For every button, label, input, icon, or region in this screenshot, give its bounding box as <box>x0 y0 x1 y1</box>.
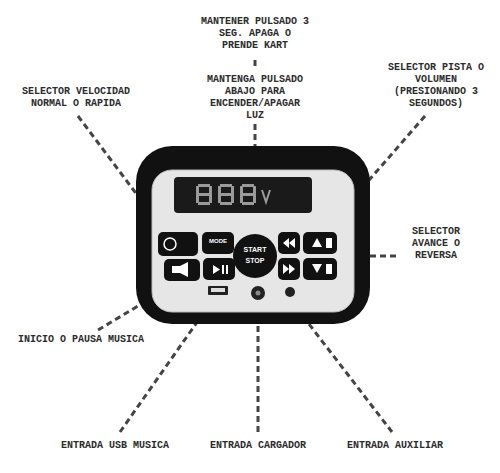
callout-label: INICIO O PAUSA MUSICA <box>18 334 168 346</box>
panel-face <box>152 170 354 312</box>
callout-label: ENTRADA USB MUSICA <box>50 440 180 452</box>
buttons <box>158 232 337 281</box>
button-icons <box>164 238 332 277</box>
callout-label: SELECTOR AVANCE O REVERSA <box>400 226 472 262</box>
housing <box>136 146 370 324</box>
button-text: START <box>235 246 275 253</box>
lcd-display <box>174 177 312 213</box>
callout-label: ENTRADA CARGADOR <box>193 440 323 452</box>
callout-label: MANTENGA PULSADO ABAJO PARA ENCENDER/APA… <box>198 74 312 122</box>
callout-label: ENTRADA AUXILIAR <box>330 440 460 452</box>
charger-pin <box>256 291 261 296</box>
lcd-segments <box>196 184 270 205</box>
leader-lines <box>78 60 425 432</box>
charger-port <box>251 286 265 300</box>
callout-label: SELECTOR VELOCIDAD NORMAL O RAPIDA <box>16 86 136 110</box>
callout-label: SELECTOR PISTA O VOLUMEN (PRESIONANDO 3 … <box>380 62 492 110</box>
usb-port-inner <box>211 288 225 292</box>
aux-port <box>285 287 295 297</box>
button-text: STOP <box>235 257 275 264</box>
usb-port <box>208 286 228 295</box>
callout-label: MANTENER PULSADO 3 SEG. APAGA O PRENDE K… <box>198 16 312 52</box>
button-text: MODE <box>202 238 234 244</box>
